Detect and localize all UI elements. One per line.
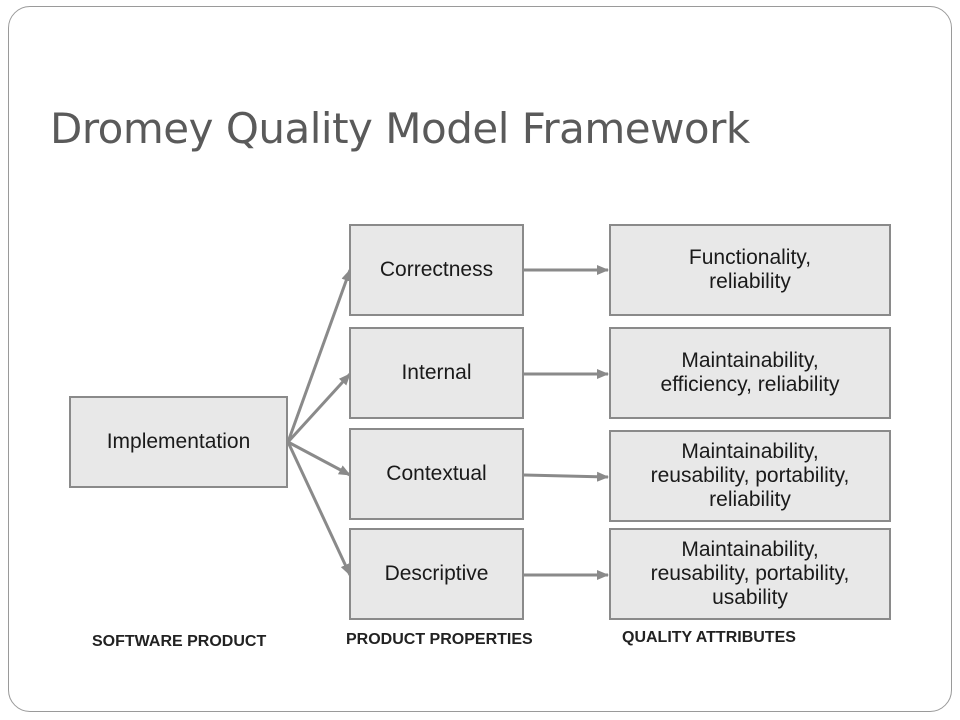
caption-software-product: SOFTWARE PRODUCT bbox=[92, 633, 267, 650]
attribute-line: Maintainability, bbox=[681, 440, 819, 464]
property-box-contextual: Contextual bbox=[349, 428, 524, 520]
implementation-box: Implementation bbox=[69, 396, 288, 488]
property-label: Descriptive bbox=[384, 562, 489, 586]
property-box-internal: Internal bbox=[349, 327, 524, 419]
attribute-line: reusability, portability, bbox=[650, 464, 850, 488]
attribute-line: efficiency, reliability bbox=[660, 373, 840, 396]
attribute-line: usability bbox=[712, 585, 788, 609]
attribute-box-correctness: Functionality, reliability bbox=[609, 224, 891, 316]
slide-title: Dromey Quality Model Framework bbox=[50, 104, 750, 153]
attribute-line: reusability, portability, bbox=[650, 562, 850, 586]
attribute-line: reliability bbox=[709, 270, 791, 293]
property-box-descriptive: Descriptive bbox=[349, 528, 524, 620]
attribute-box-internal: Maintainability, efficiency, reliability bbox=[609, 327, 891, 419]
implementation-label: Implementation bbox=[106, 430, 251, 454]
attribute-box-contextual: Maintainability, reusability, portabilit… bbox=[609, 430, 891, 522]
property-label: Correctness bbox=[379, 258, 494, 282]
attribute-line: reliability bbox=[709, 487, 791, 511]
caption-quality-attributes: QUALITY ATTRIBUTES bbox=[622, 629, 796, 646]
caption-product-properties: PRODUCT PROPERTIES bbox=[346, 631, 533, 648]
arrow-contextual-attribute bbox=[523, 471, 609, 482]
arrow-implementation-correctness bbox=[286, 269, 352, 443]
attribute-line: Maintainability, bbox=[681, 349, 819, 373]
property-label: Internal bbox=[401, 361, 472, 385]
attribute-line: Maintainability, bbox=[681, 538, 819, 562]
property-label: Contextual bbox=[386, 462, 487, 486]
attribute-line: Functionality, bbox=[688, 246, 812, 270]
arrow-implementation-contextual bbox=[287, 440, 351, 477]
attribute-box-descriptive: Maintainability, reusability, portabilit… bbox=[609, 528, 891, 620]
arrow-implementation-internal bbox=[286, 372, 352, 444]
property-box-correctness: Correctness bbox=[349, 224, 524, 316]
arrow-implementation-descriptive bbox=[286, 441, 352, 576]
